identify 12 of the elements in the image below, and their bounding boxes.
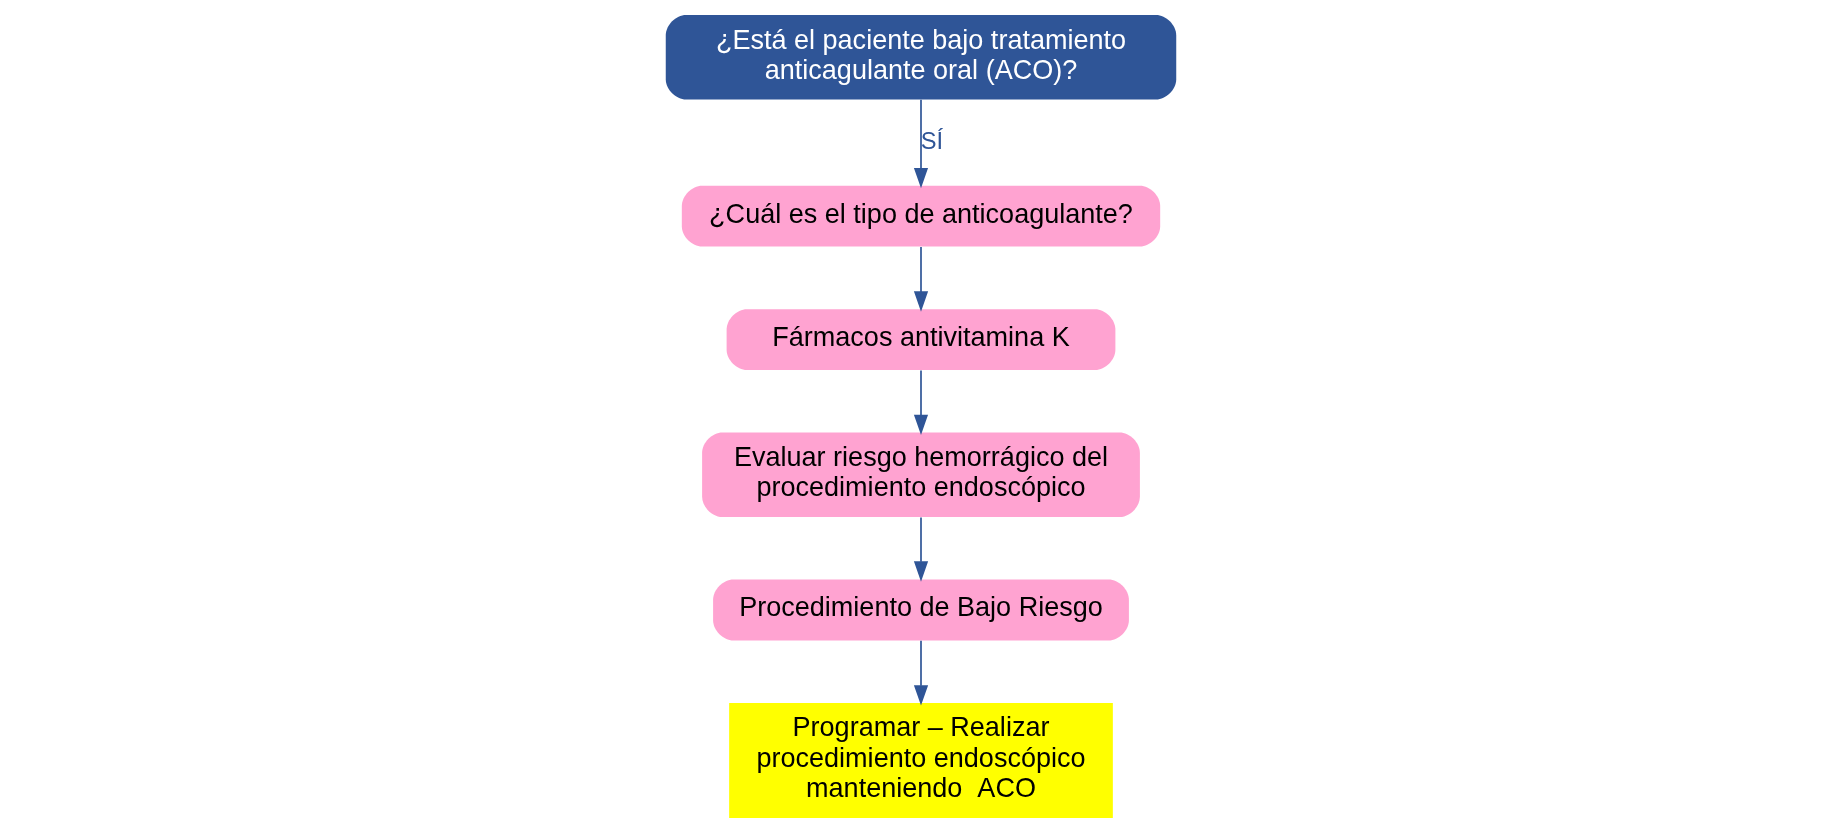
node-box: Programar – Realizar procedimiento endoscópico manteniendo ACO bbox=[729, 703, 1113, 818]
node-box: Fármacos antivitamina K bbox=[726, 309, 1116, 370]
node-box: Procedimiento de Bajo Riesgo bbox=[713, 579, 1129, 641]
arrow bbox=[913, 369, 929, 435]
arrow bbox=[913, 639, 929, 706]
arrow bbox=[913, 516, 929, 582]
node-box: Evaluar riesgo hemorrágico del procedimiento endoscópico bbox=[702, 432, 1140, 518]
node-box: ¿Está el paciente bajo tratamiento anticagulante oral (ACO)? bbox=[665, 15, 1177, 100]
arrow bbox=[913, 99, 929, 189]
edge-label: SÍ bbox=[920, 127, 944, 154]
node-box: ¿Cuál es el tipo de anticoagulante? bbox=[681, 185, 1161, 247]
arrow bbox=[913, 246, 929, 312]
